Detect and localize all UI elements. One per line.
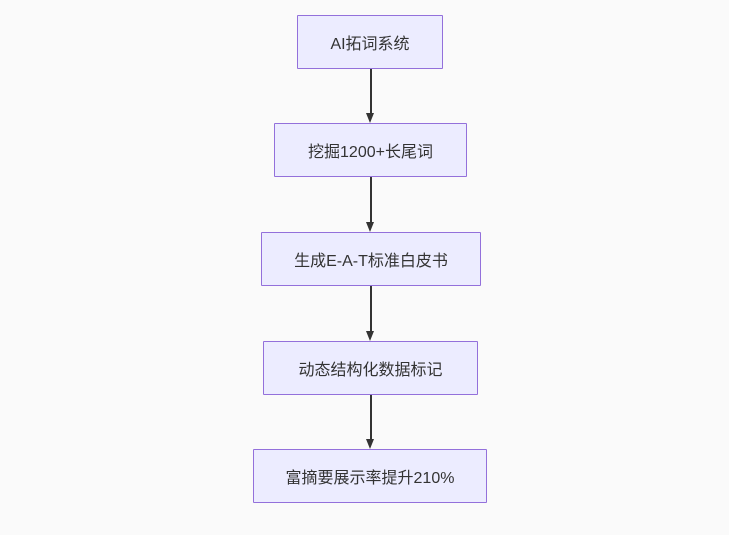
arrowhead-down-icon xyxy=(366,439,374,449)
edge-line xyxy=(369,177,372,225)
edge-line xyxy=(369,69,372,116)
arrowhead-down-icon xyxy=(366,222,374,232)
flow-node-label: 生成E-A-T标准白皮书 xyxy=(294,253,448,270)
arrowhead-down-icon xyxy=(366,331,374,341)
flow-edge-1 xyxy=(365,69,376,123)
flow-node-label: AI拓词系统 xyxy=(330,36,410,53)
flow-edge-4 xyxy=(365,395,376,449)
edge-line xyxy=(369,286,372,334)
edge-line xyxy=(369,395,372,442)
flow-node-ai-word-system: AI拓词系统 xyxy=(297,15,443,69)
flow-edge-3 xyxy=(365,286,376,341)
flow-node-longtail-mining: 挖掘1200+长尾词 xyxy=(274,123,467,177)
flow-node-label: 富摘要展示率提升210% xyxy=(285,470,455,487)
flow-node-label: 动态结构化数据标记 xyxy=(298,362,443,379)
flow-node-eat-whitepaper: 生成E-A-T标准白皮书 xyxy=(261,232,481,286)
flow-node-rich-snippet-result: 富摘要展示率提升210% xyxy=(253,449,487,503)
flow-node-label: 挖掘1200+长尾词 xyxy=(308,144,433,161)
flow-node-structured-data: 动态结构化数据标记 xyxy=(263,341,478,395)
flow-edge-2 xyxy=(365,177,376,232)
arrowhead-down-icon xyxy=(366,113,374,123)
